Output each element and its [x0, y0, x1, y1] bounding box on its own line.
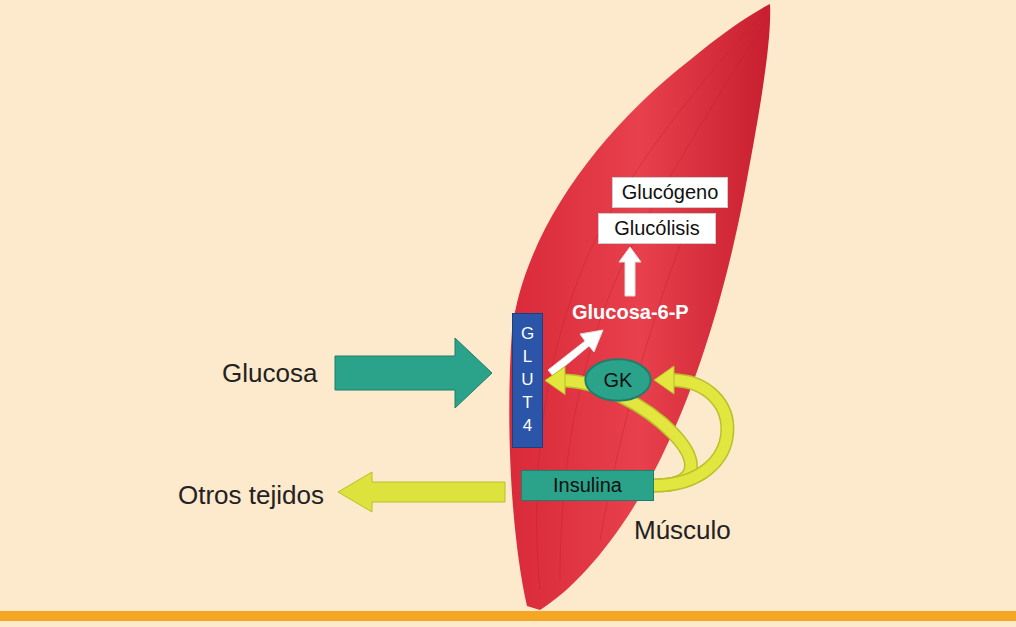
node-text: Insulina — [553, 474, 622, 497]
activation-arrow — [654, 366, 727, 486]
yellow-arrow — [338, 472, 505, 512]
glucose-arrow — [335, 338, 492, 408]
hormone-box: Insulina — [521, 470, 654, 501]
node-text: Glucólisis — [614, 217, 700, 240]
tissue-label: Otros tejidos — [178, 480, 324, 511]
transporter-box: GLUT4 — [512, 313, 543, 448]
white-arrow — [619, 247, 641, 296]
metabolite-label: Glucosa-6-P — [572, 301, 689, 324]
node-text: Glucógeno — [622, 181, 719, 204]
organ-label: Músculo — [634, 515, 731, 546]
enzyme-ellipse: GK — [584, 358, 652, 402]
bottom-bar — [0, 611, 1016, 621]
muscle-fibers — [537, 12, 767, 590]
muscle-shape — [509, 4, 770, 610]
node-text: GLUT4 — [519, 323, 536, 438]
node-text: GK — [604, 369, 633, 392]
process-box: Glucógeno — [612, 177, 728, 208]
input-label: Glucosa — [222, 358, 317, 389]
process-box: Glucólisis — [598, 213, 716, 244]
activation-arrow — [545, 367, 691, 486]
